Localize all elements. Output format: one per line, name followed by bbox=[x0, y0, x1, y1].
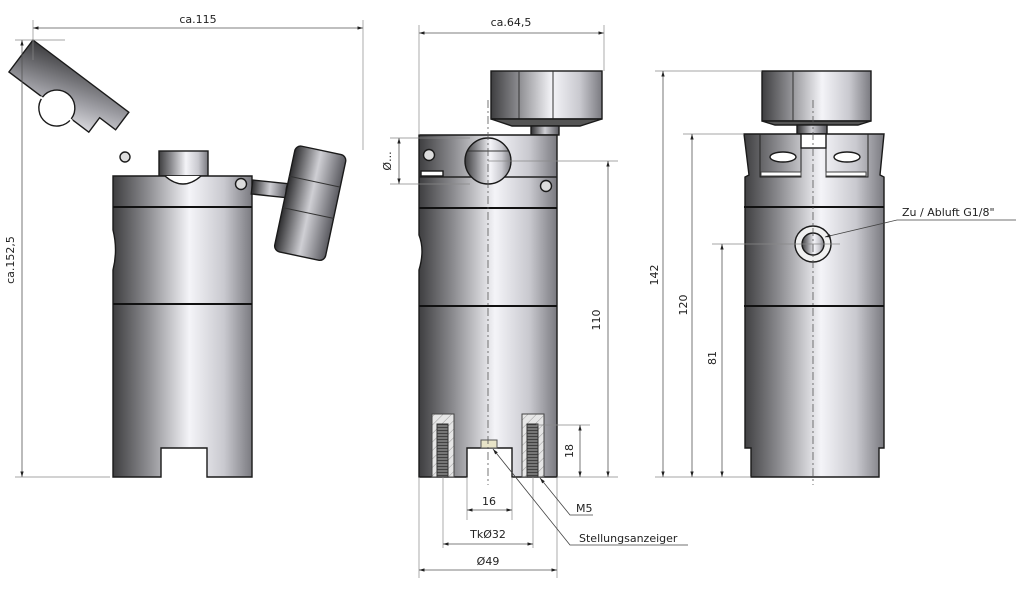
dim-body-height-label: 120 bbox=[677, 295, 690, 316]
dim-thread-depth-label: 18 bbox=[563, 444, 576, 458]
port-callout: Zu / Abluft G1/8" bbox=[902, 206, 995, 219]
position-indicator bbox=[480, 439, 498, 449]
dim-top-width-label: ca.64,5 bbox=[491, 16, 532, 29]
dim-width-label: ca.115 bbox=[179, 13, 216, 26]
left-view: ca.115 ca.152,5 bbox=[4, 13, 364, 478]
body-pin bbox=[234, 177, 248, 191]
dim-bolt-circle-label: TkØ32 bbox=[469, 528, 506, 541]
arm-pivot-pin bbox=[119, 151, 131, 163]
left-body bbox=[112, 175, 253, 478]
dim-port-height-label: 81 bbox=[706, 351, 719, 365]
dim-slot-width-label: 16 bbox=[482, 495, 496, 508]
pressure-gauge bbox=[273, 145, 347, 262]
dim-total-height-label: 142 bbox=[648, 265, 661, 286]
top-block bbox=[158, 150, 209, 177]
gauge-top bbox=[490, 70, 603, 120]
clamp-arm bbox=[7, 39, 130, 134]
thread-callout: M5 bbox=[576, 502, 593, 515]
dim-height-label: ca.152,5 bbox=[4, 236, 17, 284]
dim-clamp-diameter-label: Ø... bbox=[381, 151, 394, 170]
gauge-stem bbox=[250, 179, 290, 199]
position-indicator-callout: Stellungsanzeiger bbox=[579, 532, 678, 545]
gauge-top-right bbox=[761, 70, 872, 122]
right-view: 142 120 81 Zu / Abluft G1/8" bbox=[648, 70, 1016, 485]
middle-view: ca.64,5 Ø... 110 18 16 TkØ32 Ø49 M5 Stel… bbox=[381, 16, 688, 578]
dim-center-height-label: 110 bbox=[590, 310, 603, 331]
dim-body-diameter-label: Ø49 bbox=[477, 555, 500, 568]
